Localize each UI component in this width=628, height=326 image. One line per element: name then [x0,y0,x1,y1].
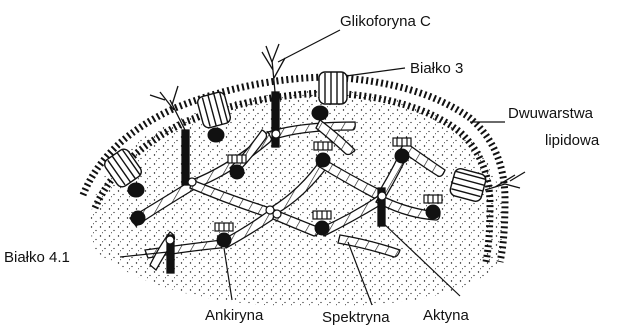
label-actin: Aktyna [423,307,470,324]
ankyrin-blob [131,211,145,225]
label-band3: Białko 3 [410,60,463,77]
label-bilayer-line2: lipidowa [545,132,600,149]
label-glycophorin-c: Glikoforyna C [340,13,431,30]
ankyrin-blob [395,149,409,163]
label-ankyrin: Ankiryna [205,307,264,324]
protein-41-node [272,130,280,138]
ankyrin-blob [217,233,231,247]
protein-41-node [166,236,174,244]
label-spectrin: Spektryna [322,309,390,326]
protein-41-node [273,210,281,218]
band3-protein [319,72,347,104]
protein-41-node [378,192,386,200]
leader-band3 [346,68,405,76]
label-bilayer-line1: Dwuwarstwa [508,105,594,122]
ankyrin-blob [230,165,244,179]
ankyrin-blob [312,106,328,120]
ankyrin-blob [316,153,330,167]
leader-glycophorin-c [278,30,340,62]
ankyrin-blob [426,205,440,219]
ankyrin-blob [315,221,329,235]
protein-41-node [188,178,196,186]
label-band41: Białko 4.1 [4,249,70,266]
ankyrin-blob [128,183,144,197]
ankyrin-blob [208,128,224,142]
